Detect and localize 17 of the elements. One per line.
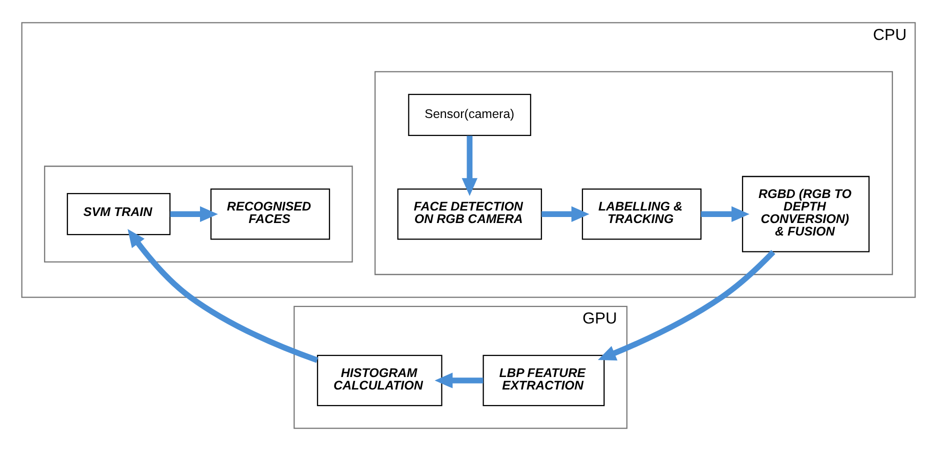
- node-box: RGBD (RGB TO DEPTH CONVERSION) & FUSION: [742, 175, 870, 252]
- arrow: [598, 250, 776, 360]
- cluster: [374, 70, 893, 275]
- arrow: [170, 206, 218, 222]
- node-box: HISTOGRAM CALCULATION: [316, 354, 442, 406]
- node-box: LBP FEATURE EXTRACTION: [482, 354, 605, 406]
- cluster: [44, 165, 353, 262]
- arrow: [462, 135, 478, 196]
- arrow: [700, 206, 750, 222]
- node-box: SVM TRAIN: [66, 192, 171, 235]
- arrow: [128, 228, 318, 362]
- node-box: Sensor(camera): [408, 93, 532, 136]
- node-box: RECOGNISED FACES: [210, 188, 330, 240]
- arrow: [434, 372, 484, 388]
- node-box: FACE DETECTION ON RGB CAMERA: [397, 188, 542, 240]
- arrow: [542, 206, 590, 222]
- node-box: LABELLING & TRACKING: [582, 188, 702, 240]
